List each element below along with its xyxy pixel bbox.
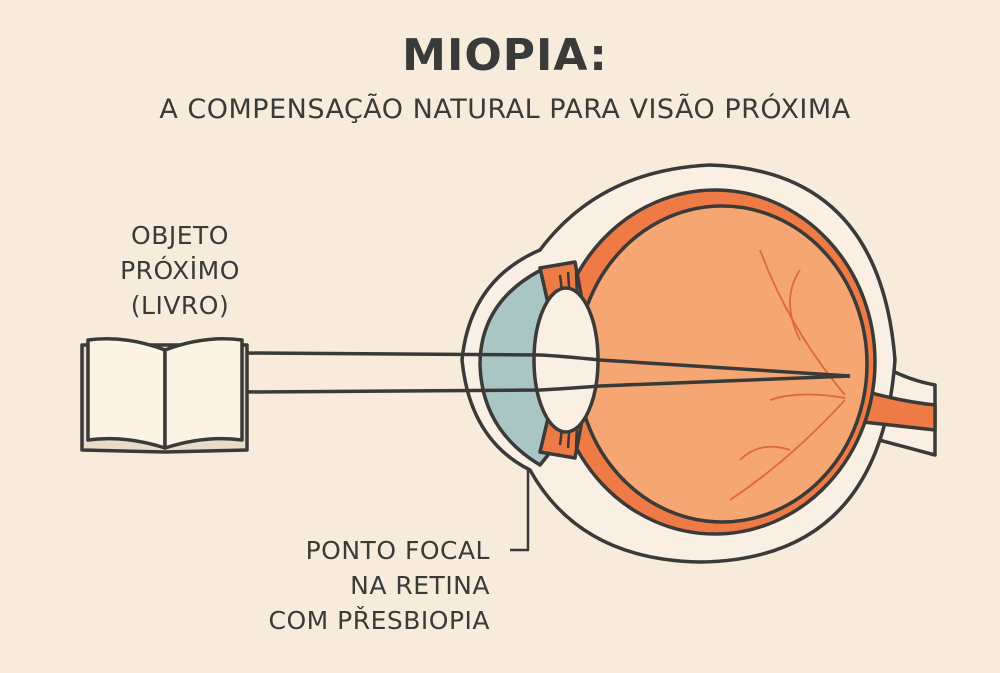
vitreous-body — [575, 204, 869, 524]
focal-point-label: PONTO FOCAL NA RETINA COM PŘESBIOPIA — [190, 533, 490, 638]
focal-label-line: COM PŘESBIOPIA — [268, 606, 490, 635]
diagram-subtitle: A COMPENSAÇÃO NATURAL PARA VISÃO PRÓXIMA — [159, 94, 851, 125]
focal-label-line: PONTO FOCAL — [305, 536, 490, 565]
light-ray-bottom — [244, 374, 851, 394]
object-label-line: (LIVRO) — [130, 291, 230, 320]
book-icon — [80, 337, 249, 454]
focal-label-line: NA RETINA — [350, 571, 490, 600]
object-label-line: OBJETO — [131, 221, 229, 250]
focal-leader-line — [510, 470, 530, 552]
diagram-title: MIOPIA: — [402, 30, 608, 81]
light-ray-top — [244, 351, 851, 378]
object-label: OBJETO PRÓXİMO (LIVRO) — [100, 218, 260, 323]
object-label-line: PRÓXİMO — [120, 256, 240, 285]
